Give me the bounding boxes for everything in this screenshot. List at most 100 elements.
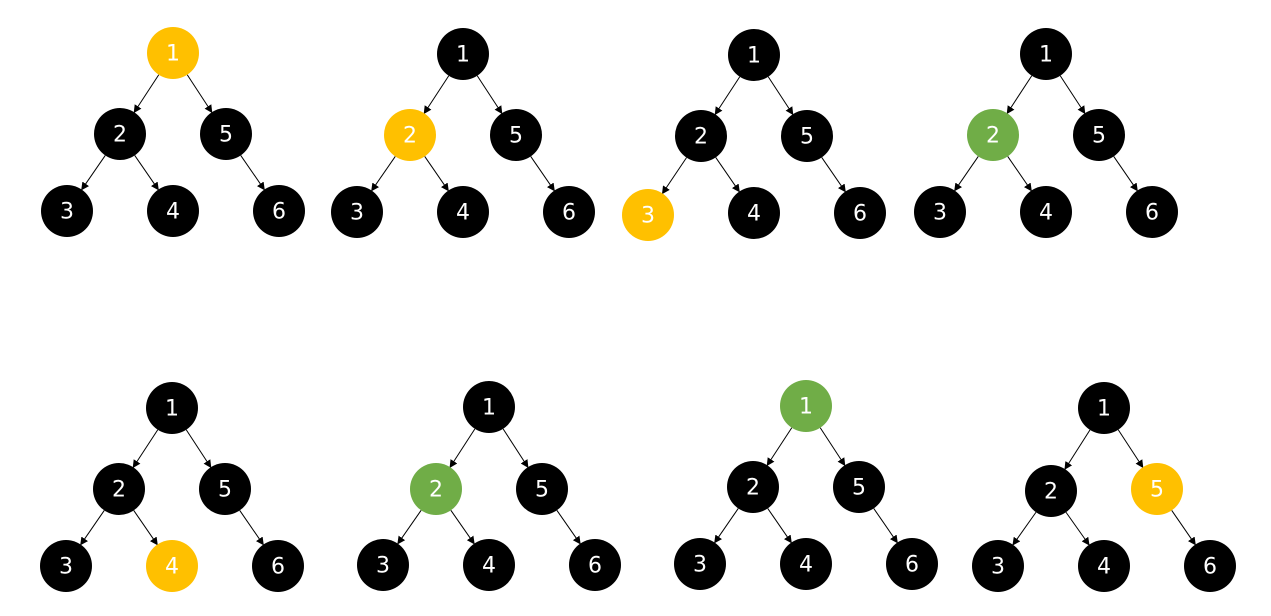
node-label: 2 xyxy=(694,125,708,150)
edge-arrow-5-6 xyxy=(530,156,555,192)
traversal-step-panel-8: 1 2 3 4 5 6 xyxy=(972,382,1236,592)
node-label: 5 xyxy=(509,124,523,149)
node-circle xyxy=(516,463,568,515)
node-label: 2 xyxy=(429,478,443,503)
node-circle xyxy=(146,382,198,434)
tree-node-3: 3 xyxy=(674,538,726,590)
tree-node-5: 5 xyxy=(781,110,833,162)
node-label: 3 xyxy=(933,201,947,226)
tree-node-5: 5 xyxy=(199,463,251,515)
traversal-step-panel-4: 12 3 4 5 6 xyxy=(914,28,1178,238)
node-label: 2 xyxy=(746,476,760,501)
tree-node-2: 2 xyxy=(384,109,436,161)
node-label: 5 xyxy=(1150,478,1164,503)
edge-arrow-1-2 xyxy=(132,429,159,469)
node-label: 4 xyxy=(456,201,470,226)
tree-node-2: 2 xyxy=(1025,465,1077,517)
tree-node-1: 1 xyxy=(780,380,832,432)
tree-node-5: 5 xyxy=(1073,109,1125,161)
tree-node-1: 1 xyxy=(728,29,780,81)
node-circle xyxy=(200,108,252,160)
node-label: 4 xyxy=(165,555,179,580)
tree-node-4: 4 xyxy=(463,539,515,591)
edge-arrow-1-2 xyxy=(714,76,741,116)
node-circle xyxy=(463,539,515,591)
edge-arrow-1-5 xyxy=(767,76,794,116)
node-circle xyxy=(463,381,515,433)
edge-arrow-1-5 xyxy=(476,75,503,115)
tree-node-2: 2 xyxy=(967,109,1019,161)
edge-arrow-5-6 xyxy=(1113,156,1138,192)
node-circle xyxy=(780,380,832,432)
node-label: 4 xyxy=(482,554,496,579)
edge-arrow-2-3 xyxy=(371,156,396,192)
tree-node-3: 3 xyxy=(622,189,674,241)
node-circle xyxy=(93,463,145,515)
node-circle xyxy=(199,463,251,515)
node-label: 6 xyxy=(853,202,867,227)
tree-node-6: 6 xyxy=(834,187,886,239)
tree-node-5: 5 xyxy=(200,108,252,160)
node-circle xyxy=(1020,28,1072,80)
node-circle xyxy=(886,538,938,590)
node-circle xyxy=(967,109,1019,161)
node-circle xyxy=(146,540,198,592)
node-label: 5 xyxy=(1092,124,1106,149)
edge-arrow-2-4 xyxy=(715,157,740,193)
node-circle xyxy=(437,186,489,238)
node-label: 5 xyxy=(218,478,232,503)
node-label: 3 xyxy=(376,554,390,579)
tree-node-3: 3 xyxy=(357,539,409,591)
traversal-step-panel-3: 1 2 3 4 5 6 xyxy=(622,29,886,241)
node-label: 6 xyxy=(562,201,576,226)
node-circle xyxy=(780,538,832,590)
node-circle xyxy=(569,539,621,591)
node-label: 5 xyxy=(535,478,549,503)
node-label: 4 xyxy=(1039,201,1053,226)
tree-node-6: 6 xyxy=(1126,186,1178,238)
tree-node-4: 4 xyxy=(780,538,832,590)
edge-arrow-1-2 xyxy=(766,427,793,467)
node-circle xyxy=(410,463,462,515)
tree-node-1: 1 xyxy=(1020,28,1072,80)
node-label: 6 xyxy=(1203,555,1217,580)
edge-arrow-5-6 xyxy=(556,510,581,545)
edge-arrow-1-5 xyxy=(186,74,213,114)
node-circle xyxy=(147,27,199,79)
tree-node-3: 3 xyxy=(41,185,93,237)
edge-arrow-1-5 xyxy=(185,429,212,469)
node-circle xyxy=(1020,186,1072,238)
node-label: 5 xyxy=(800,125,814,150)
node-label: 4 xyxy=(799,553,813,578)
tree-node-3: 3 xyxy=(914,186,966,238)
node-circle xyxy=(253,185,305,237)
node-label: 2 xyxy=(113,123,127,148)
node-circle xyxy=(384,109,436,161)
node-label: 1 xyxy=(799,395,813,420)
tree-node-1: 1 xyxy=(437,28,489,80)
node-circle xyxy=(1073,109,1125,161)
edge-arrow-5-6 xyxy=(239,510,264,546)
tree-node-6: 6 xyxy=(252,540,304,592)
tree-node-6: 6 xyxy=(1184,540,1236,592)
tree-node-1: 1 xyxy=(1078,382,1130,434)
edge-arrow-5-6 xyxy=(821,157,846,193)
node-circle xyxy=(543,186,595,238)
node-label: 3 xyxy=(991,555,1005,580)
tree-node-4: 4 xyxy=(437,186,489,238)
tree-node-2: 2 xyxy=(675,110,727,162)
node-circle xyxy=(1126,186,1178,238)
tree-node-3: 3 xyxy=(972,540,1024,592)
node-circle xyxy=(1025,465,1077,517)
node-label: 3 xyxy=(693,553,707,578)
edge-arrow-2-3 xyxy=(81,155,106,191)
tree-node-2: 2 xyxy=(410,463,462,515)
node-circle xyxy=(728,187,780,239)
node-label: 1 xyxy=(1097,397,1111,422)
edge-arrow-2-4 xyxy=(424,156,449,192)
node-label: 4 xyxy=(1097,555,1111,580)
node-label: 1 xyxy=(456,43,470,68)
tree-node-4: 4 xyxy=(728,187,780,239)
